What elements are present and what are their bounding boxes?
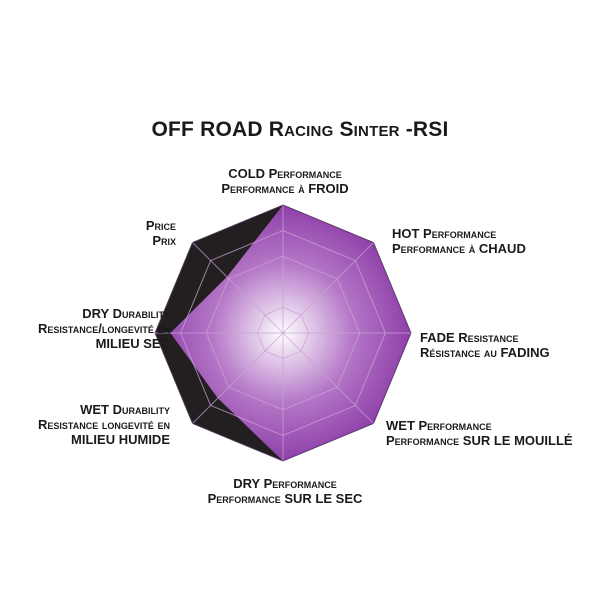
- spoke-3: [282, 332, 374, 424]
- axis-label-cold-performance: COLD Performance Performance à FROID: [221, 166, 349, 196]
- axis-label-wet-performance: WET Performance Performance SUR LE MOUIL…: [386, 418, 573, 448]
- axis-label-hot-performance: HOT Performance Performance à CHAUD: [392, 226, 526, 256]
- spoke-7: [192, 242, 284, 334]
- axis-label-dry-performance: DRY Performance Performance SUR LE SEC: [207, 476, 363, 506]
- radar-points: [170, 204, 412, 462]
- spoke-1: [282, 242, 374, 334]
- axis-label-price: Price Prix: [145, 218, 176, 248]
- radar-spokes: [155, 205, 411, 461]
- axis-label-wet-durability: WET Durability Resistance longevité en M…: [38, 402, 170, 447]
- chart-title: OFF ROAD Racing Sinter -RSI: [151, 118, 449, 141]
- axis-label-fade-resistance: FADE Resistance Résistance au FADING: [420, 330, 550, 360]
- axis-label-dry-durability: DRY Durability Resistance/longevité en M…: [38, 306, 170, 351]
- spoke-5: [192, 332, 284, 424]
